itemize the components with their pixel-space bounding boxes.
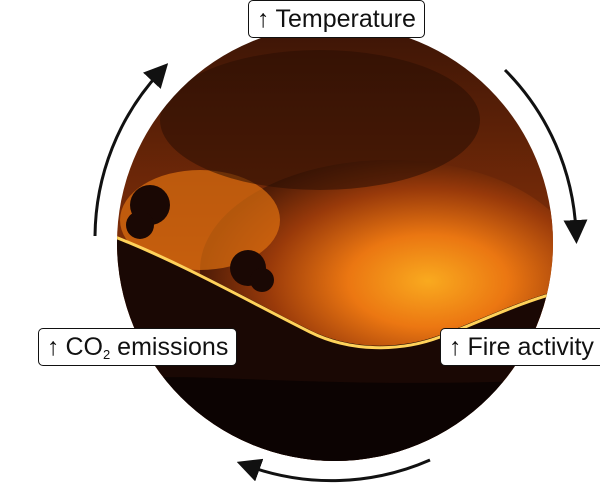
- co2-emissions-label: ↑CO2 emissions: [38, 328, 238, 366]
- up-arrow-icon: ↑: [257, 5, 270, 33]
- temperature-label: ↑Temperature: [248, 0, 425, 38]
- wildfire-photo: [117, 25, 553, 461]
- co2-text: CO: [65, 333, 104, 361]
- temperature-text: Temperature: [275, 5, 416, 33]
- fire-activity-label: ↑Fire activity: [440, 328, 600, 366]
- up-arrow-icon: ↑: [47, 333, 60, 361]
- emissions-text: emissions: [110, 333, 229, 361]
- tree-silhouette: [126, 185, 274, 292]
- up-arrow-icon: ↑: [449, 333, 462, 361]
- co2-subscript: 2: [103, 347, 111, 362]
- arrow-co2-to-temperature: [93, 63, 169, 237]
- arrow-temperature-to-fire: [503, 68, 588, 244]
- arrow-fire-to-co2: [236, 458, 431, 483]
- fire-activity-text: Fire activity: [467, 333, 594, 361]
